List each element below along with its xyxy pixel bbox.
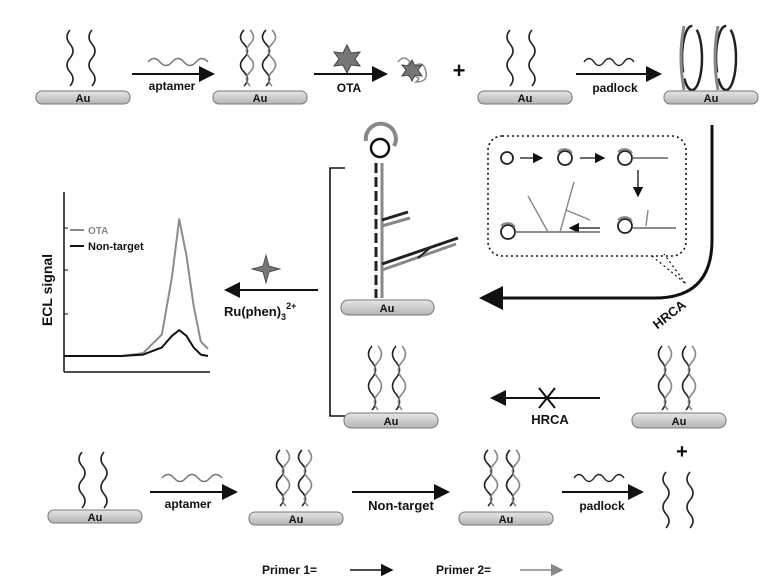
electrode-label: Au: [253, 93, 268, 105]
y-axis-label: ECL signal: [39, 254, 55, 326]
circle-template: [617, 218, 633, 234]
circle-template: [617, 150, 633, 166]
hrca-label: HRCA: [650, 297, 689, 332]
electrode-label: Au: [499, 514, 514, 526]
primer-strand: [679, 25, 686, 91]
legend-label-non-target: Non-target: [88, 241, 144, 253]
single-strand: [88, 29, 96, 87]
circle-template: [369, 137, 391, 159]
duplex-strand: [267, 29, 277, 87]
blocked-hrca-label: HRCA: [531, 412, 569, 427]
plus-sign: +: [676, 441, 688, 463]
circle-template: [500, 151, 514, 165]
sparkle-icon: [250, 253, 282, 285]
primer-legend: Primer 1= Primer 2=: [262, 563, 564, 577]
electrode-top-1: Au: [35, 29, 131, 105]
gold-electrode: [35, 90, 131, 105]
circle-template: [500, 224, 516, 240]
series-layer: [64, 218, 209, 357]
single-strand: [528, 29, 536, 87]
bracket: [329, 167, 345, 417]
aptamer-strand-icon: [147, 57, 209, 67]
electrode-top-4: Au: [663, 24, 759, 105]
padlock-strand-icon: [583, 57, 635, 67]
single-strand: [66, 29, 74, 87]
electrode-bottom-3: Au: [458, 449, 554, 526]
arrow-label: OTA: [337, 81, 362, 95]
electrode-mid-duplex-left: Au: [343, 345, 439, 429]
aptamer-ota-complex: [397, 57, 428, 83]
gold-electrode: [212, 90, 308, 105]
circle-template: [557, 150, 573, 166]
arrow-label: aptamer: [165, 497, 212, 511]
electrode-label: Au: [76, 93, 91, 105]
step-ota: OTA: [314, 43, 388, 95]
electrode-label: Au: [672, 416, 687, 428]
step-non-target: Non-target: [352, 484, 450, 513]
gold-electrode: [663, 90, 759, 105]
electrode-label: Au: [384, 416, 399, 428]
step-padlock-top: padlock: [576, 57, 662, 95]
plus-sign: +: [453, 58, 466, 83]
ecl-chart: ECL signal OTA Non-target: [39, 192, 210, 373]
electrode-label: Au: [289, 514, 304, 526]
gold-electrode: [47, 509, 143, 524]
step-ru-phen: Ru(phen)32+: [224, 253, 318, 322]
electrode-label: Au: [704, 93, 719, 105]
legend-label-ota: OTA: [88, 226, 108, 237]
hrca-inset: [487, 135, 687, 285]
arrow-label: aptamer: [149, 79, 196, 93]
primer1-label: Primer 1=: [262, 563, 317, 577]
free-strands: +: [662, 441, 694, 529]
electrode-label: Au: [518, 93, 533, 105]
arrow-label: padlock: [592, 81, 638, 95]
electrode-label: Au: [88, 512, 103, 524]
electrode-top-2: Au: [212, 29, 308, 105]
primer-strand: [713, 25, 720, 91]
padlock-circle: [680, 24, 704, 92]
single-strand: [506, 29, 514, 87]
series-line-non-target: [64, 329, 209, 357]
gold-electrode: [248, 511, 344, 526]
gold-electrode: [343, 412, 439, 429]
electrode-mid-duplex-right: Au: [631, 345, 727, 429]
gold-electrode: [458, 511, 554, 526]
hrca-product-electrode: Au: [340, 121, 459, 316]
padlock-circle: [714, 24, 738, 92]
duplex-strand: [245, 29, 255, 87]
gold-electrode: [477, 90, 573, 105]
ota-star-icon: [400, 58, 424, 83]
blocked-hrca-arrow: HRCA: [490, 387, 600, 427]
step-aptamer-bottom: aptamer: [150, 473, 238, 511]
electrode-bottom-1: Au: [47, 451, 143, 524]
ota-star-icon: [332, 43, 362, 75]
gold-electrode: [340, 299, 435, 316]
arrow-label: Non-target: [368, 498, 434, 513]
reagent-label: Ru(phen)32+: [224, 301, 296, 322]
primer2-label: Primer 2=: [436, 563, 491, 577]
electrode-label: Au: [380, 303, 395, 315]
arrow-label: padlock: [579, 499, 625, 513]
electrode-bottom-2: Au: [248, 449, 344, 526]
gold-electrode: [631, 412, 727, 429]
electrode-top-3: Au: [477, 29, 573, 105]
step-aptamer-top: aptamer: [132, 57, 215, 93]
step-padlock-bottom: padlock: [562, 473, 644, 513]
